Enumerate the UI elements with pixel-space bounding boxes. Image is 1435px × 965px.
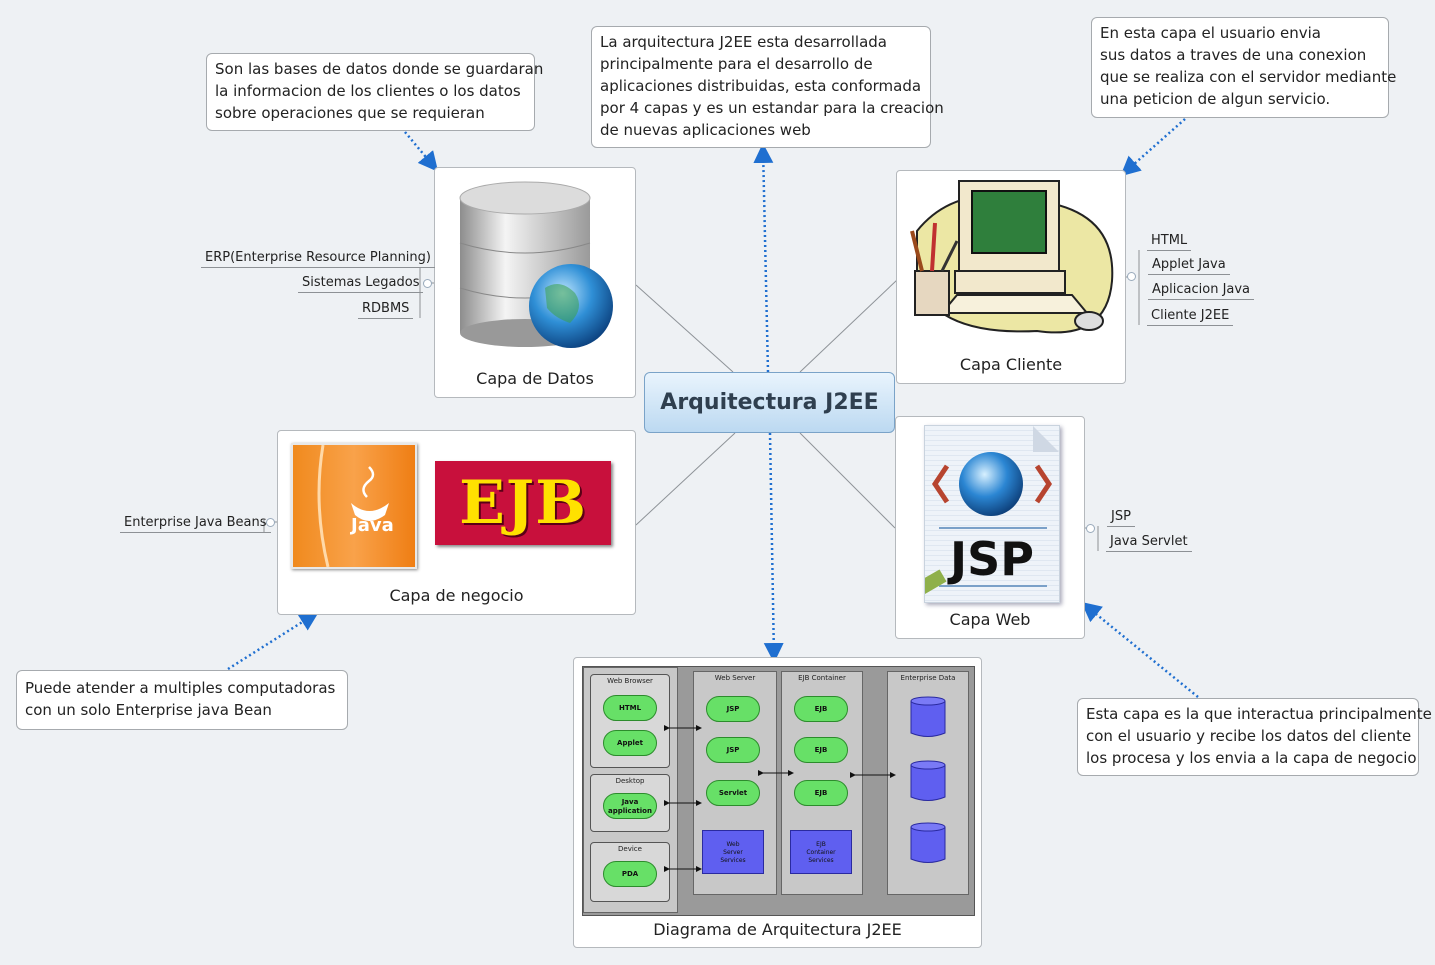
column-web-browser: Web Browser HTML Applet Desktop Java app…: [583, 667, 678, 913]
column-title: Web Server: [714, 674, 756, 682]
collapse-toggle-icon[interactable]: [1127, 272, 1136, 281]
pill-java-application: Java application: [603, 793, 657, 819]
central-topic[interactable]: Arquitectura J2EE: [644, 372, 895, 433]
leaf-rdbms[interactable]: RDBMS: [358, 301, 414, 319]
note-arquitectura: La arquitectura J2EE esta desarrollada p…: [591, 26, 944, 148]
note-cliente: En esta capa el usuario envia sus datos …: [1091, 17, 1397, 118]
topic-capa-negocio[interactable]: Java EJB Capa de negocio: [277, 430, 636, 615]
svc-line: Server: [723, 849, 743, 856]
jsp-globe-icon: [925, 426, 1059, 597]
database-cylinder-icon: [910, 760, 946, 801]
note-line: sus datos a traves de una conexion: [1100, 46, 1367, 64]
note-web: Esta capa es la que interactua principal…: [1077, 698, 1432, 776]
computer-icon: [910, 180, 1114, 334]
pill-line: Java: [621, 798, 639, 806]
database-cylinder-icon: [910, 696, 946, 737]
topic-label: Capa Cliente: [959, 355, 1063, 374]
note-line: aplicaciones distribuidas, esta conforma…: [600, 77, 922, 95]
note-line: una peticion de algun servicio.: [1100, 90, 1331, 108]
leaf-erp[interactable]: ERP(Enterprise Resource Planning): [201, 250, 435, 268]
leaf-brackets: [263, 250, 1140, 551]
pill-jsp: JSP: [706, 696, 760, 722]
column-ejb-container: EJB Container EJB EJB EJB EJB Container …: [781, 671, 863, 895]
pill-jsp: JSP: [706, 737, 760, 763]
note-line: los procesa y los envia a la capa de neg…: [1086, 749, 1417, 767]
note-line: con un solo Enterprise java Bean: [25, 701, 272, 719]
note-line: de nuevas aplicaciones web: [600, 121, 811, 139]
leaf-enterprise-java-beans[interactable]: Enterprise Java Beans: [120, 515, 271, 533]
leaf-cliente-j2ee[interactable]: Cliente J2EE: [1147, 308, 1234, 326]
java-logo-text: Java: [351, 515, 394, 536]
note-line: sobre operaciones que se requieran: [215, 104, 485, 122]
topic-label: Diagrama de Arquitectura J2EE: [653, 920, 902, 939]
column-title: Web Browser: [607, 677, 653, 685]
collapse-toggle-icon[interactable]: [1086, 524, 1095, 533]
note-line: Son las bases de datos donde se guardara…: [215, 60, 544, 78]
note-datos: Son las bases de datos donde se guardara…: [206, 53, 544, 131]
leaf-java-servlet[interactable]: Java Servlet: [1106, 534, 1192, 552]
java-cup-icon: [317, 445, 389, 567]
leaf-jsp[interactable]: JSP: [1107, 509, 1135, 527]
svc-line: Services: [808, 857, 834, 864]
java-logo: Java: [291, 443, 417, 569]
note-line: Esta capa es la que interactua principal…: [1086, 705, 1432, 723]
pill-ejb: EJB: [794, 737, 848, 763]
note-line: la informacion de los clientes o los dat…: [215, 82, 521, 100]
web-server-services: Web Server Services: [702, 830, 764, 874]
note-line: por 4 capas y es un estandar para la cre…: [600, 99, 944, 117]
architecture-arrows: [664, 725, 896, 872]
collapse-toggle-icon[interactable]: [423, 279, 432, 288]
leaf-applet-java[interactable]: Applet Java: [1148, 257, 1230, 275]
topic-label: Capa de negocio: [389, 586, 524, 605]
dotted-arrows: [227, 118, 1199, 698]
note-line: En esta capa el usuario envia: [1100, 24, 1321, 42]
architecture-diagram: Web Browser HTML Applet Desktop Java app…: [582, 666, 975, 916]
svc-line: Container: [806, 849, 836, 856]
topic-label: Capa Web: [949, 610, 1031, 629]
pill-pda: PDA: [603, 861, 657, 887]
group-browser: Web Browser HTML Applet: [590, 674, 670, 768]
note-line: con el usuario y recibe los datos del cl…: [1086, 727, 1412, 745]
topic-capa-web[interactable]: JSP Capa Web: [895, 416, 1085, 639]
topic-label: Capa de Datos: [476, 369, 594, 388]
group-title: Desktop: [615, 777, 645, 785]
note-line: principalmente para el desarrollo de: [600, 55, 873, 73]
leaf-aplicacion-java[interactable]: Aplicacion Java: [1148, 282, 1255, 300]
pill-html: HTML: [603, 695, 657, 721]
pill-ejb: EJB: [794, 696, 848, 722]
ejb-container-services: EJB Container Services: [790, 830, 852, 874]
column-title: Enterprise Data: [900, 674, 956, 682]
pill-servlet: Servlet: [706, 780, 760, 806]
collapse-toggle-icon[interactable]: [266, 518, 275, 527]
pill-ejb: EJB: [794, 780, 848, 806]
note-line: La arquitectura J2EE esta desarrollada: [600, 33, 887, 51]
topic-diagrama[interactable]: Web Browser HTML Applet Desktop Java app…: [573, 657, 982, 948]
topic-capa-datos[interactable]: Capa de Datos: [434, 167, 636, 398]
pill-line: application: [608, 807, 652, 815]
column-title: EJB Container: [798, 674, 846, 682]
leaf-html[interactable]: HTML: [1147, 233, 1192, 251]
note-line: Puede atender a multiples computadoras: [25, 679, 336, 697]
topic-capa-cliente[interactable]: Capa Cliente: [896, 170, 1126, 384]
database-icon: [459, 181, 613, 348]
group-device: Device PDA: [590, 842, 670, 902]
ejb-logo-text: EJB: [459, 468, 587, 538]
group-desktop: Desktop Java application: [590, 774, 670, 832]
note-negocio: Puede atender a multiples computadoras c…: [16, 670, 348, 730]
group-title: Device: [618, 845, 642, 853]
leaf-sistemas-legados[interactable]: Sistemas Legados: [298, 275, 424, 293]
pill-applet: Applet: [603, 730, 657, 756]
svc-line: Web: [726, 841, 740, 848]
database-cylinder-icon: [910, 822, 946, 863]
svc-line: EJB: [816, 841, 826, 848]
jsp-logo: JSP: [924, 425, 1060, 603]
column-web-server: Web Server JSP JSP Servlet Web Server Se…: [693, 671, 777, 895]
jsp-logo-text: JSP: [950, 532, 1034, 586]
svc-line: Services: [720, 857, 746, 864]
ejb-logo: EJB: [435, 461, 611, 545]
note-line: que se realiza con el servidor mediante: [1100, 68, 1397, 86]
branch-lines: [268, 276, 1134, 529]
column-enterprise-data: Enterprise Data: [887, 671, 969, 895]
